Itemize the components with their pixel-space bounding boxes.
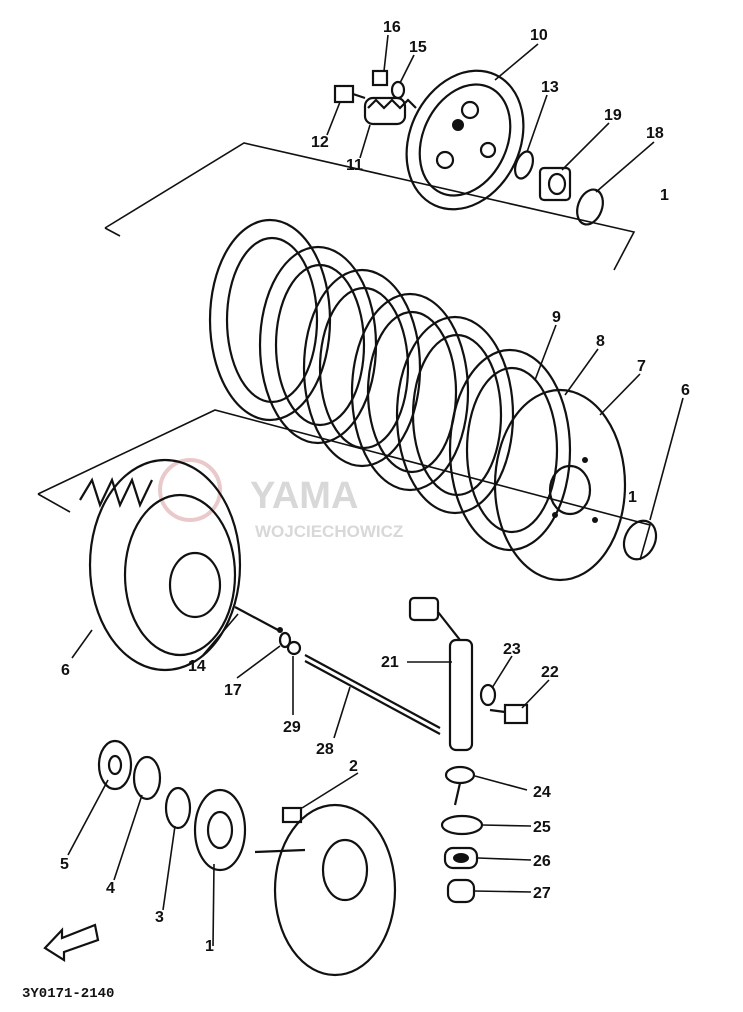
label-26: 26 [533, 853, 551, 870]
circlip-7 [622, 519, 658, 561]
label-12: 11 [346, 157, 363, 174]
label-1: 1 [205, 938, 214, 955]
watermark-brand: YAMA [250, 475, 358, 517]
clutch-nut [538, 166, 572, 202]
spring-bolt [333, 84, 366, 104]
primary-drive-gear [193, 788, 247, 872]
label-20: 19 [604, 107, 622, 124]
lock-washer [576, 188, 604, 226]
assembly-bracket-lower [37, 409, 651, 561]
drawing-code: 3Y0171-2140 [22, 986, 114, 1002]
bolt-22 [489, 703, 529, 725]
label-21: 21 [381, 654, 399, 671]
part-labels: 16 15 10 13 19 18 1 12 11 9 8 7 6 6 14 1… [60, 19, 690, 955]
label-17: 16 [383, 19, 401, 36]
clutch-housing [79, 458, 242, 672]
label-6: 6 [61, 662, 70, 679]
clutch-plate-stack [208, 218, 572, 552]
label-8: 7 [637, 358, 646, 375]
label-13: 12 [311, 134, 329, 151]
forward-arrow-icon [43, 923, 100, 962]
bushing-27 [446, 878, 476, 904]
nut-5 [97, 739, 133, 791]
label-4: 4 [106, 880, 115, 897]
circlip-4 [132, 755, 162, 801]
spring-washer [390, 80, 406, 100]
key-2 [281, 806, 303, 824]
oil-seal-23 [479, 683, 497, 707]
label-1-small: 1 [628, 489, 637, 506]
clutch-boss [493, 388, 627, 582]
label-27: 27 [533, 885, 551, 902]
label-7: 6 [681, 382, 690, 399]
label-19: 18 [646, 125, 664, 142]
label-18: 17 [224, 682, 242, 699]
thrust-washer [513, 150, 535, 180]
crankshaft-end [254, 803, 397, 977]
circlip-25 [440, 814, 484, 836]
label-16: 15 [409, 39, 427, 56]
pressure-plate [405, 69, 525, 211]
label-11: 10 [530, 27, 548, 44]
leader-lines [67, 34, 684, 947]
label-28: 28 [316, 741, 334, 758]
label-1-top: 1 [660, 187, 669, 204]
label-9: 8 [596, 333, 605, 350]
watermark-dealer: WOJCIECHOWICZ [255, 522, 403, 541]
push-lever-axle [408, 596, 474, 752]
label-5: 5 [60, 856, 69, 873]
label-2: 2 [349, 758, 358, 775]
label-22: 22 [541, 664, 559, 681]
long-push-rod [304, 654, 441, 735]
steel-ball [286, 640, 302, 656]
short-push-rod [234, 606, 283, 633]
spring-nut [371, 69, 389, 87]
label-25: 25 [533, 819, 551, 836]
label-15: 14 [188, 658, 206, 675]
label-3: 3 [155, 909, 164, 926]
label-14: 13 [541, 79, 559, 96]
label-23: 23 [503, 641, 521, 658]
spring-24 [444, 765, 476, 806]
watermark: YAMA WOJCIECHOWICZ [158, 458, 403, 541]
label-29: 29 [283, 719, 301, 736]
oil-seal-18 [278, 631, 292, 649]
label-24: 24 [533, 784, 551, 801]
label-10: 9 [552, 309, 561, 326]
assembly-bracket-upper [104, 142, 636, 271]
washer-3 [164, 786, 192, 830]
clutch-spring [363, 96, 417, 126]
oil-seal-26 [443, 846, 479, 870]
